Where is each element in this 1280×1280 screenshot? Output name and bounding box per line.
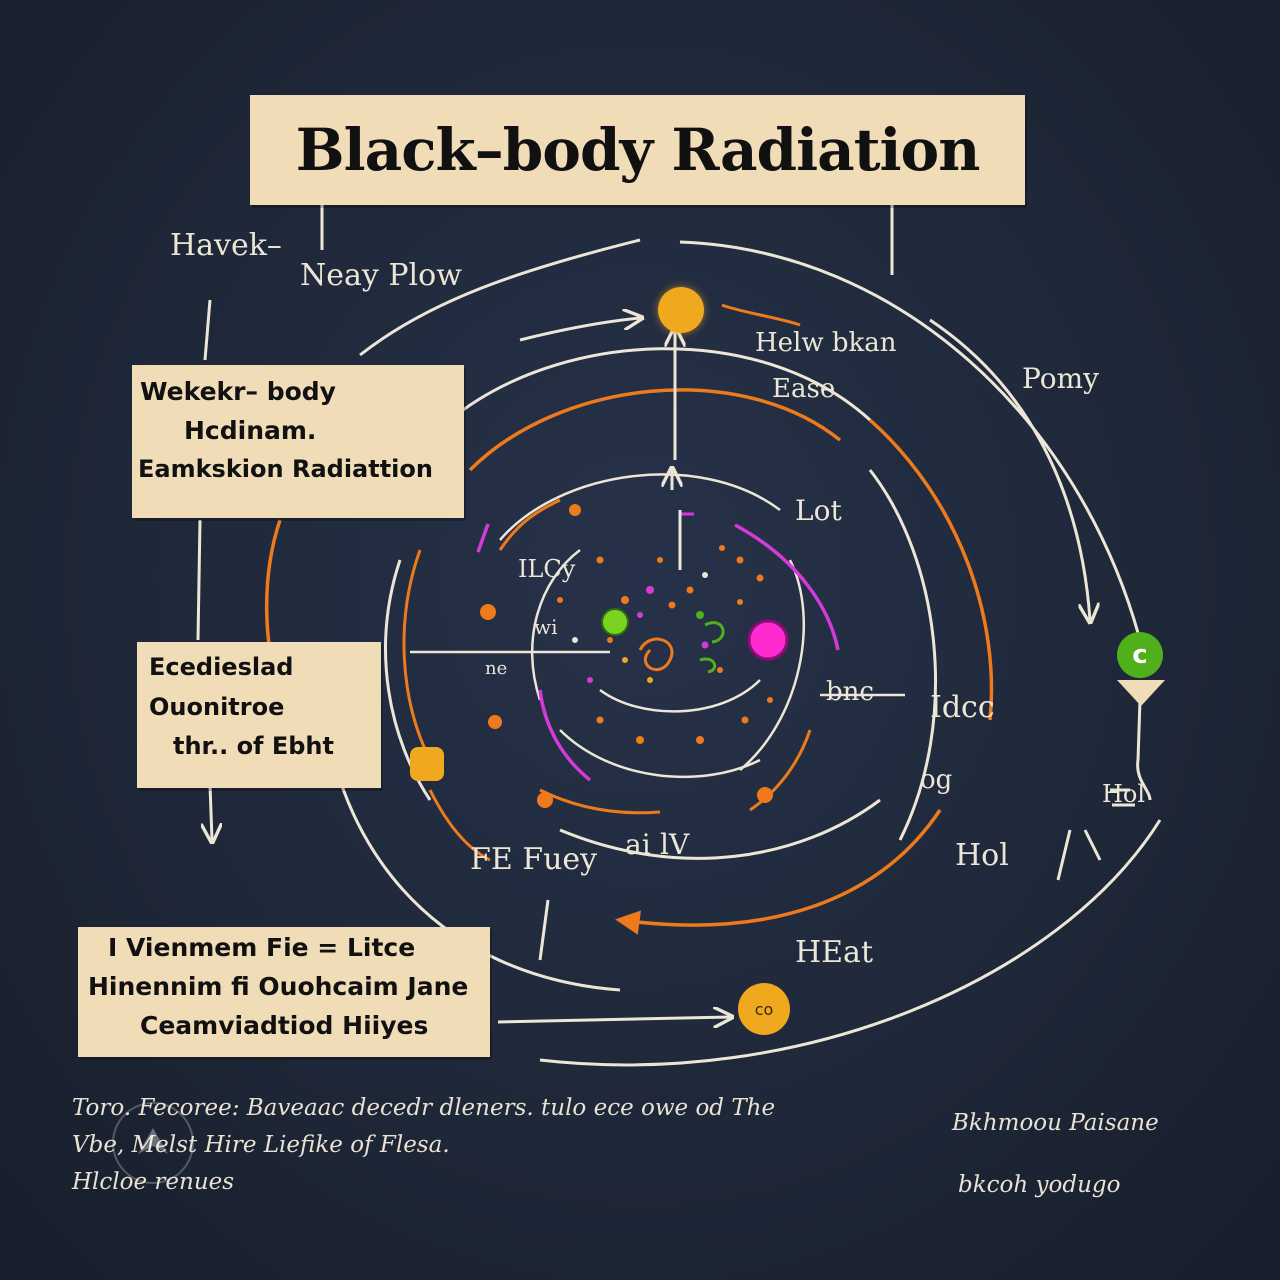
outer-arc-right [679,240,1142,641]
label-ilcy: ILCy [518,555,576,583]
label-og: og [920,765,953,795]
footer-right-line-2: bkcoh yodugo [958,1172,1121,1198]
note-line: Ecedieslad [149,653,294,681]
mid-arc-1 [449,347,872,422]
label-pomy: Pomy [1022,362,1099,395]
label-ne: ne [485,658,508,679]
orange-arc-right [868,418,994,721]
page-title: Black–body Radiation [250,95,1025,205]
orange-arc-top [468,388,842,472]
sun-orb-icon [658,287,704,333]
center-swirl [638,637,674,672]
inner-arc-4 [530,549,581,701]
core-arc [599,679,761,713]
outer-arc-bottom [539,819,1162,1067]
label-fe-fuey: FE Fuey [470,842,598,877]
note-line: thr.. of Ebht [173,732,334,761]
arrow-to-sun [519,318,640,342]
note-box-top-left: Wekekr– body Hcdinam. Eamkskion Radiatti… [132,365,464,518]
orange-arc-bottom-left [428,789,491,862]
label-ai: ai [625,828,651,861]
label-hol: Hol [955,838,1009,873]
footer-line-1: Toro. Fecoree: Baveaac decedr dleners. t… [72,1095,776,1121]
label-helw-bkan: Helw bkan [755,328,897,358]
right-figure [1110,699,1152,807]
magenta-orb-icon [747,619,789,661]
watermark-logo [112,1102,194,1184]
orange-arc-center-right [749,729,812,812]
note-box-middle-left: Ecedieslad Ouonitroe thr.. of Ebht [137,642,381,788]
orange-squiggle [721,303,801,327]
left-arrow-down [210,784,212,840]
orb-text: co [754,999,774,1019]
mid-arc-2 [868,469,937,841]
note-line: I Vienmem Fie = Litce [108,933,416,962]
outer-arc-left-bottom [338,779,621,992]
magenta-arc-left [538,689,592,782]
note-line: Hinennim fi Ouohcaim Jane [88,971,469,1001]
label-ease: Ease [772,374,836,404]
note-box-bottom-left: I Vienmem Fie = Litce Hinennim fi Ouohca… [78,927,490,1057]
fe-down-line [538,899,550,961]
orb-letter: c [1132,640,1148,670]
label-hol-right: Hol [1102,780,1146,808]
note-line: Eamkskion Radiattion [138,454,433,483]
left-line-mid [196,519,202,641]
label-havek: Havek– [170,228,282,263]
inner-arc-2 [739,559,806,771]
orange-arc-bottom [615,809,942,935]
label-wi: wi [534,615,558,639]
label-lot: Lot [795,494,842,527]
green-orb-icon [601,608,629,636]
label-idcc: Idcc [930,690,995,725]
note-line: Hcdinam. [184,415,317,445]
particle-dots [480,504,773,808]
outer-arc-top [359,238,641,357]
note-line: Wekekr– body [140,377,336,406]
green-swirl [699,621,725,674]
green-c-orb-icon: c [1117,632,1163,678]
yellow-orb-icon [410,747,444,781]
yellow-co-orb-icon: co [738,983,790,1035]
left-line-top [203,299,212,361]
magenta-arc-right [734,523,840,651]
mid-arc-4 [559,798,881,860]
orange-arc-left-inner [402,549,432,761]
magenta-tick-left [476,523,490,553]
note-line: Ouonitroe [149,692,285,721]
hol-tick [1056,829,1102,881]
watermark-mark-icon [138,1128,168,1154]
label-neay-plow: Neay Plow [300,258,462,293]
outer-arc-right-inner [929,318,1090,620]
box-c-arrow [497,1017,730,1022]
footer-right-line-1: Bkhmoou Paisane [952,1110,1159,1136]
note-line: Ceamviadtiod Hiiyes [140,1010,429,1040]
inner-arc-3 [559,729,761,779]
orange-arc-center-left [498,498,561,551]
label-heat: HEat [795,935,874,970]
label-lv: lV [660,828,690,861]
orange-arc-lower-center [539,788,661,815]
funnel-icon [1117,680,1165,706]
label-bnc: bnc [826,677,874,707]
inner-arc-1 [499,473,781,541]
